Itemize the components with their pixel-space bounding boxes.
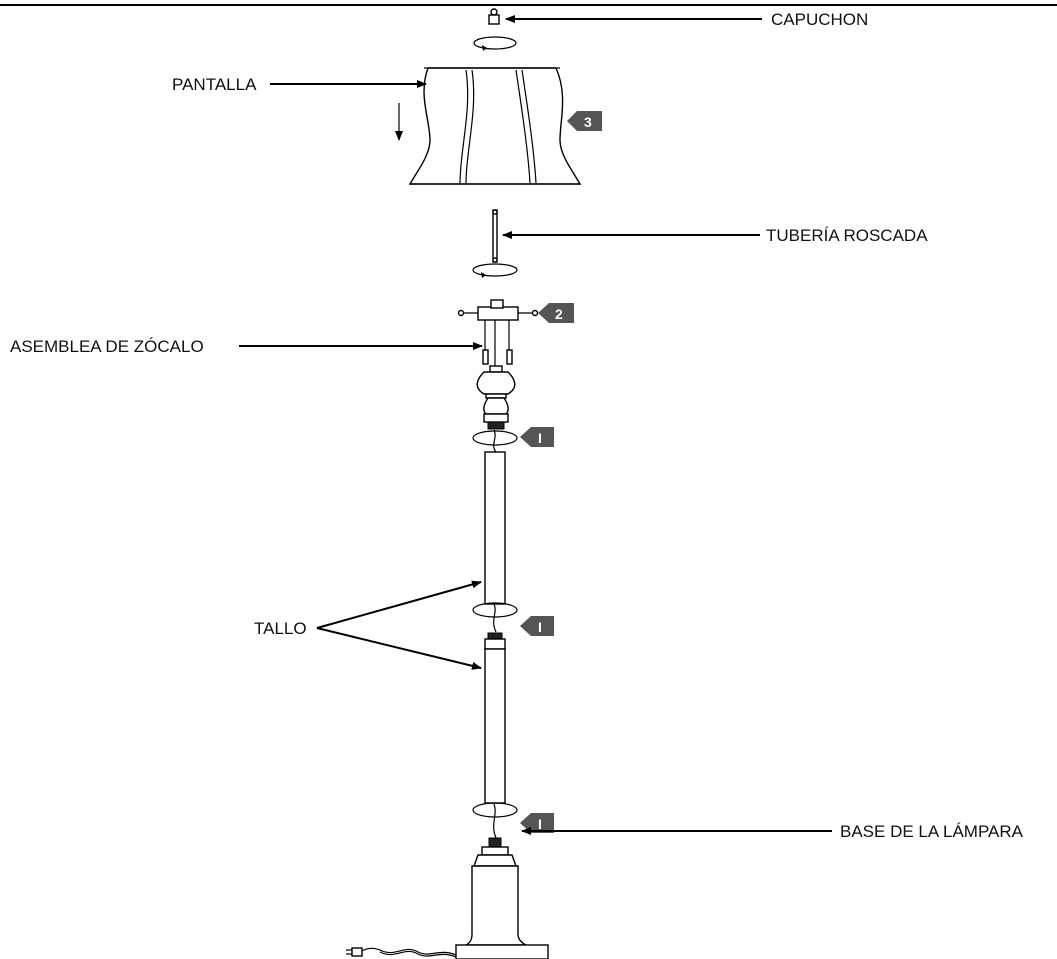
rotation-icon	[472, 263, 518, 278]
neck-part	[476, 365, 516, 430]
step-badge-1-upper: I	[520, 427, 554, 447]
shade-part	[408, 67, 582, 185]
lower-stem-part	[484, 632, 506, 804]
rotation-icon	[472, 429, 518, 453]
rotation-icon	[472, 802, 518, 839]
svg-text:I: I	[538, 619, 542, 635]
step-badge-3: 3	[567, 111, 602, 131]
stem-label: TALLO	[254, 619, 307, 638]
step-badge-2: 2	[538, 303, 574, 323]
socket-assembly-part	[457, 299, 539, 368]
lamp-base-part	[455, 837, 549, 959]
lamp-base-label: BASE DE LA LÁMPARA	[840, 822, 1024, 841]
threaded-pipe-label: TUBERÍA ROSCADA	[766, 226, 928, 245]
svg-text:I: I	[538, 430, 542, 446]
cap-label: CAPUCHON	[771, 10, 868, 29]
svg-text:I: I	[538, 816, 542, 832]
upper-stem-part	[484, 451, 506, 605]
cap-part	[488, 8, 500, 25]
stem-arrow-lower	[316, 627, 482, 670]
shade-label: PANTALLA	[172, 75, 257, 94]
svg-text:3: 3	[584, 114, 592, 130]
threaded-pipe-part	[492, 209, 498, 263]
stem-arrow-upper	[316, 580, 482, 629]
svg-text:2: 2	[555, 306, 563, 322]
rotation-icon	[472, 602, 518, 633]
power-cord	[346, 947, 457, 958]
rotation-icon	[473, 36, 517, 51]
socket-assembly-label: ASEMBLEA DE ZÓCALO	[10, 337, 204, 356]
step-badge-1-middle: I	[520, 616, 554, 636]
